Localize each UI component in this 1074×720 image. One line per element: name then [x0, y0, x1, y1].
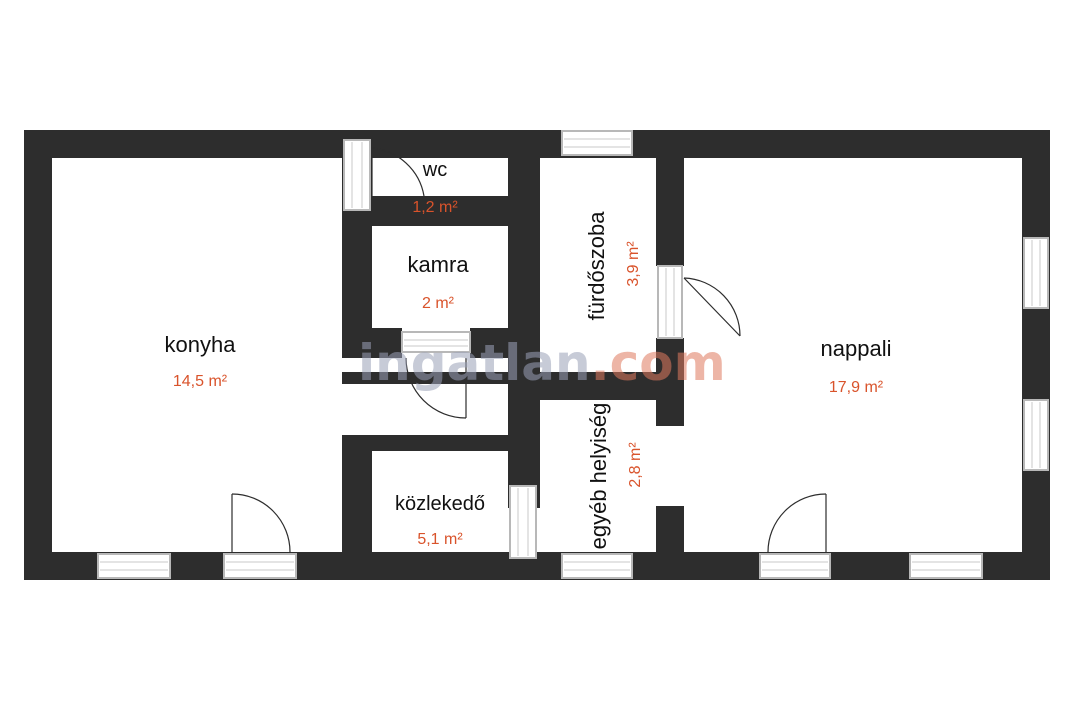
wall-living-left-top — [656, 130, 684, 266]
outer-wall-right — [1022, 130, 1050, 580]
room-area-furdoszoba: 3,9 m² — [625, 241, 642, 287]
room-area-konyha: 14,5 m² — [173, 373, 228, 390]
room-labels: konyha 14,5 m² wc 1,2 m² kamra 2 m² közl… — [165, 159, 892, 549]
window-wc — [343, 139, 371, 211]
door-furdo — [683, 277, 741, 337]
wall-corridor-left — [342, 435, 372, 580]
room-name-furdoszoba: fürdőszoba — [584, 211, 609, 321]
watermark-part1: ingatlan — [358, 334, 591, 392]
frame-kamra-door — [401, 331, 471, 353]
outer-wall-left — [24, 130, 52, 580]
window-egyeb — [561, 553, 633, 579]
wall-corridor-right-low — [508, 558, 540, 580]
room-area-egyeb: 2,8 m² — [627, 442, 644, 488]
watermark-part2: .com — [591, 334, 726, 392]
wall-kamra-right — [508, 130, 540, 358]
room-name-konyha: konyha — [165, 332, 237, 357]
window-nappali-right-1 — [1023, 237, 1049, 309]
door-kamra — [405, 357, 467, 419]
wall-kamra-bottom-right — [470, 328, 540, 358]
window-nappali-2 — [909, 553, 983, 579]
frame-corridor-door — [509, 485, 537, 559]
wall-corridor-top — [342, 435, 540, 451]
wall-living-left-mid — [656, 338, 684, 426]
door-konyha — [231, 493, 291, 553]
room-name-wc: wc — [422, 159, 447, 181]
windows — [97, 130, 1049, 579]
walls — [24, 130, 1050, 580]
room-name-kamra: kamra — [407, 252, 469, 277]
room-name-egyeb: egyéb helyiség — [586, 403, 611, 550]
watermark-text: ingatlan.com — [358, 334, 726, 392]
room-name-nappali: nappali — [821, 336, 892, 361]
room-area-kamra: 2 m² — [422, 295, 455, 312]
window-nappali-1 — [759, 553, 831, 579]
room-area-kozlekedo: 5,1 m² — [417, 531, 463, 548]
room-area-wc: 1,2 m² — [412, 199, 458, 216]
wall-corridor-middle — [342, 372, 540, 384]
frame-furdo-door — [657, 265, 683, 339]
wall-bath-bottom — [508, 372, 684, 400]
wall-living-left-low — [656, 506, 684, 580]
window-konyha-2 — [223, 553, 297, 579]
window-konyha-1 — [97, 553, 171, 579]
wall-kamra-bottom-left — [342, 328, 402, 358]
window-glazing — [100, 138, 1041, 571]
watermark: ingatlan.com — [358, 334, 726, 392]
door-nappali — [767, 493, 827, 553]
wall-wc-bottom — [342, 196, 540, 226]
corridor-shelves — [372, 456, 508, 478]
door-wc — [371, 147, 425, 206]
window-furdo-top — [561, 130, 633, 156]
window-nappali-right-2 — [1023, 399, 1049, 471]
room-name-kozlekedo: közlekedő — [395, 493, 485, 515]
door-swings — [231, 147, 827, 553]
room-area-nappali: 17,9 m² — [829, 379, 884, 396]
